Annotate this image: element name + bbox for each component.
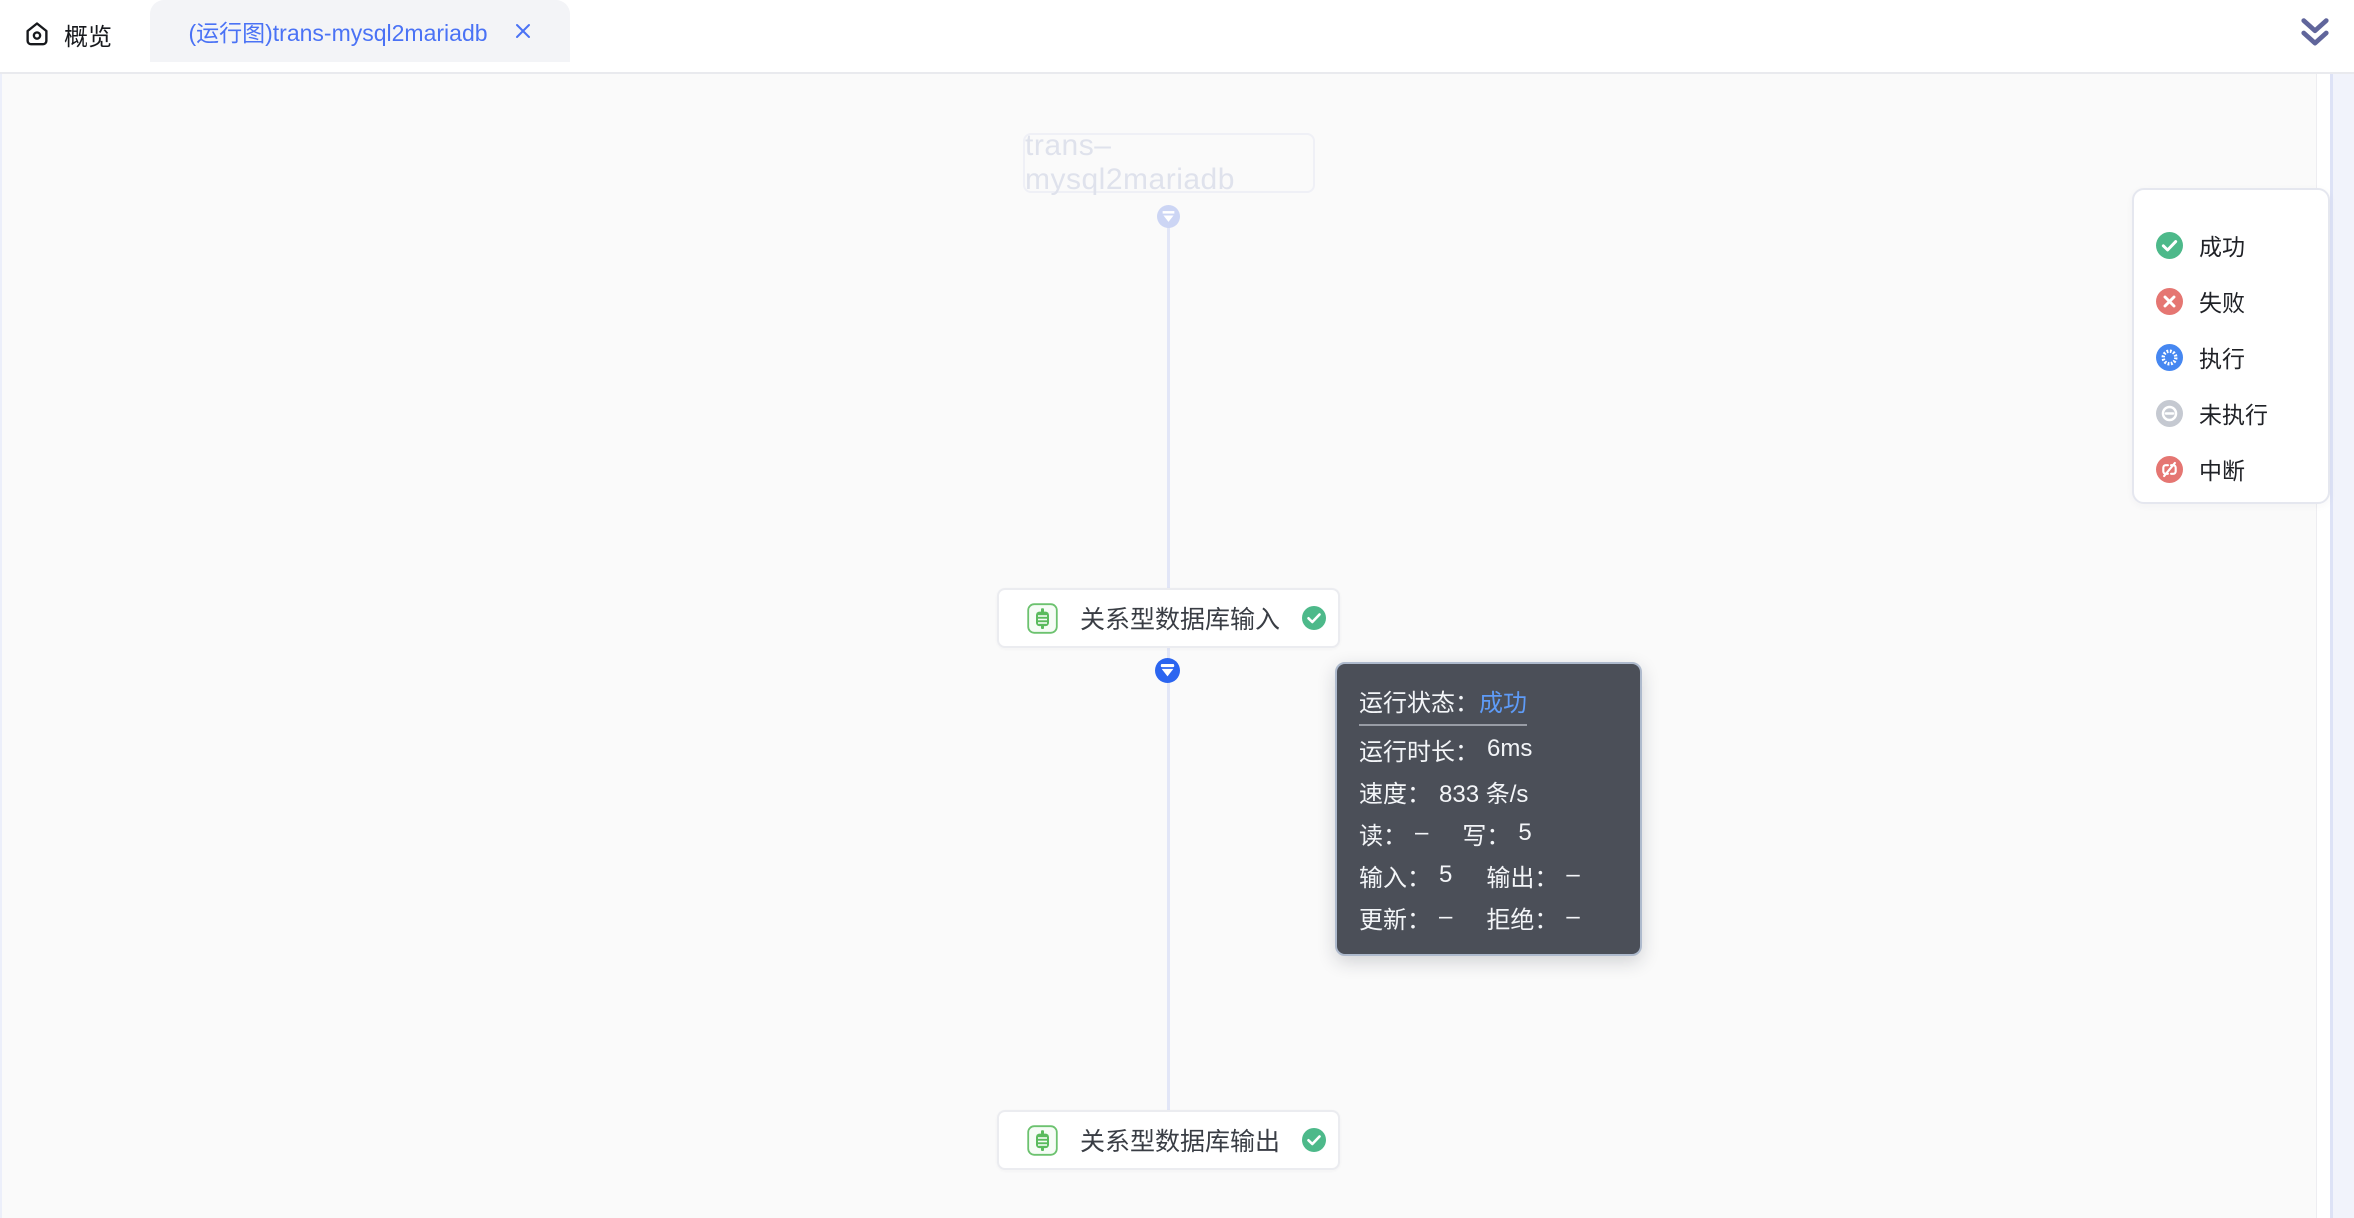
edge-start-marker-icon[interactable] — [1157, 205, 1180, 228]
edge-line-bottom — [1167, 648, 1170, 1110]
edge-mid-marker-icon[interactable] — [1155, 658, 1180, 683]
not-executed-icon — [2156, 399, 2183, 427]
tooltip-label: 写： — [1462, 822, 1511, 850]
link-off-icon — [2156, 455, 2183, 483]
success-icon — [2156, 231, 2183, 259]
legend-item-fail: 失败 — [2156, 282, 2328, 320]
tab-label: (运行图)trans-mysql2mariadb — [188, 20, 488, 46]
tooltip-value: 5 — [1439, 861, 1453, 888]
tooltip-label: 运行时长： — [1359, 738, 1479, 766]
tooltip-label: 读： — [1359, 822, 1407, 850]
tooltip-row-in-out: 输入： 5 输出： – — [1359, 854, 1618, 896]
legend-item-interrupt: 中断 — [2156, 450, 2328, 488]
edge-line-top — [1167, 217, 1170, 588]
double-chevron-down-icon — [2297, 17, 2333, 49]
spinner-icon — [2156, 343, 2183, 371]
tooltip-label: 速度： — [1359, 780, 1431, 808]
top-bar: 概览 (运行图)trans-mysql2mariadb — [0, 0, 2354, 74]
breadcrumb-home[interactable]: 概览 — [22, 14, 112, 54]
tooltip-label: 输出： — [1486, 864, 1559, 892]
run-stats-tooltip: 运行状态： 成功 运行时长： 6ms 速度： 833 条/s 读： – 写： 5… — [1335, 662, 1642, 956]
tooltip-value: 6ms — [1487, 735, 1533, 762]
node-db-output[interactable]: 关系型数据库输出 — [997, 1110, 1340, 1170]
legend-label: 中断 — [2199, 458, 2245, 484]
tooltip-row-speed: 速度： 833 条/s — [1359, 770, 1618, 812]
collapse-tabs-button[interactable] — [2292, 10, 2338, 56]
tab-run-graph[interactable]: (运行图)trans-mysql2mariadb — [150, 0, 570, 62]
success-status-icon — [1302, 1128, 1327, 1152]
home-label: 概览 — [64, 23, 112, 51]
success-status-icon — [1302, 606, 1327, 630]
legend-label: 执行 — [2199, 346, 2245, 372]
tooltip-value: 833 条/s — [1439, 780, 1529, 808]
status-legend: 成功 失败 执行 — [2132, 188, 2330, 504]
legend-item-success: 成功 — [2156, 226, 2328, 264]
legend-label: 未执行 — [2199, 402, 2268, 428]
tooltip-row-status: 运行状态： 成功 — [1359, 680, 1527, 726]
fail-icon — [2156, 287, 2183, 315]
legend-label: 成功 — [2199, 234, 2245, 260]
node-db-input[interactable]: 关系型数据库输入 — [997, 588, 1340, 648]
tooltip-value: 5 — [1518, 819, 1532, 846]
tooltip-row-duration: 运行时长： 6ms — [1359, 728, 1618, 770]
legend-item-notrun: 未执行 — [2156, 394, 2328, 432]
tooltip-label: 运行状态： — [1359, 689, 1479, 717]
tooltip-label: 更新： — [1359, 906, 1431, 934]
legend-item-running: 执行 — [2156, 338, 2328, 376]
tooltip-label: 输入： — [1359, 864, 1431, 892]
tooltip-label: 拒绝： — [1486, 906, 1559, 934]
tooltip-value: – — [1566, 903, 1580, 930]
legend-label: 失败 — [2199, 290, 2245, 316]
right-panel-sliver[interactable] — [2330, 74, 2354, 1218]
tooltip-value: – — [1415, 819, 1429, 846]
node-label: 关系型数据库输入 — [1080, 606, 1281, 634]
tooltip-row-update-reject: 更新： – 拒绝： – — [1359, 896, 1618, 938]
flow-canvas[interactable]: trans–mysql2mariadb — [0, 74, 2354, 1218]
database-icon — [1027, 1124, 1058, 1156]
home-icon — [22, 19, 52, 49]
graph-title-box: trans–mysql2mariadb — [1023, 129, 1315, 196]
node-label: 关系型数据库输出 — [1080, 1128, 1281, 1156]
tooltip-value: – — [1566, 861, 1580, 888]
database-icon — [1027, 602, 1058, 634]
status-link[interactable]: 成功 — [1479, 689, 1527, 717]
tooltip-row-read-write: 读： – 写： 5 — [1359, 812, 1618, 854]
tooltip-value: – — [1439, 903, 1453, 930]
close-icon[interactable] — [514, 22, 532, 40]
graph-title: trans–mysql2mariadb — [1025, 129, 1235, 196]
